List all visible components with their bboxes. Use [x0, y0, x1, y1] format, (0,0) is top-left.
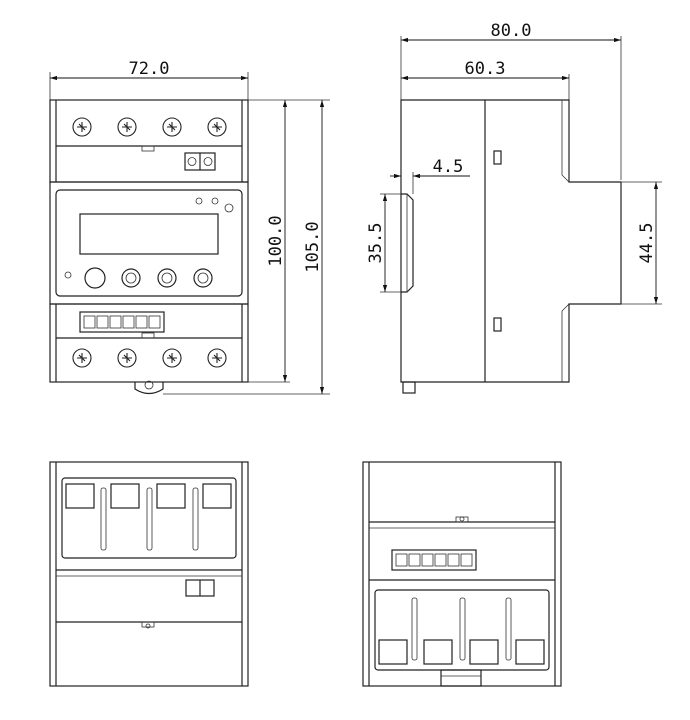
button-icon [84, 267, 106, 289]
led-icon [195, 197, 203, 205]
terminal-screw-icon [117, 117, 137, 137]
din-rail-slot [401, 193, 414, 293]
led-icon [64, 271, 72, 279]
bottom-view [362, 461, 562, 687]
top-view [49, 461, 249, 687]
auxiliary-terminal-strip [391, 549, 477, 571]
front-view: 72.0 [49, 59, 330, 395]
terminal-cover [61, 477, 237, 559]
side-body-outline [400, 99, 622, 383]
terminal-screw-icon [207, 117, 227, 137]
total-height-label: 105.0 [303, 221, 323, 272]
terminal-screw-icon [72, 348, 92, 368]
din-clip [440, 669, 482, 687]
bottom-view-outline [362, 461, 562, 687]
lcd-display [79, 213, 219, 255]
lower-terminal-block [49, 303, 249, 383]
terminal-cover [374, 589, 550, 671]
button-icon [193, 268, 213, 288]
top-view-outline [49, 461, 249, 687]
rail-height-label: 35.5 [366, 223, 386, 264]
din-clip [134, 382, 164, 395]
button-icon [121, 268, 141, 288]
body-height-label: 100.0 [266, 215, 286, 266]
led-icon [211, 197, 219, 205]
led-icon [224, 203, 234, 213]
rail-offset-label: 4.5 [433, 157, 464, 177]
terminal-screw-icon [162, 117, 182, 137]
terminal-screw-icon [162, 348, 182, 368]
total-depth-label: 80.0 [491, 21, 532, 41]
terminal-screw-icon [207, 348, 227, 368]
side-view: 80.0 60.3 4.5 35.5 44.5 [366, 21, 662, 394]
body-depth-label: 60.3 [465, 59, 506, 79]
upper-terminal-block [49, 99, 249, 183]
front-width-label: 72.0 [129, 59, 170, 79]
button-icon [157, 268, 177, 288]
terminal-screw-icon [117, 348, 137, 368]
terminal-screw-icon [72, 117, 92, 137]
auxiliary-terminal-strip [79, 311, 165, 333]
front-window-label: 44.5 [637, 223, 657, 264]
